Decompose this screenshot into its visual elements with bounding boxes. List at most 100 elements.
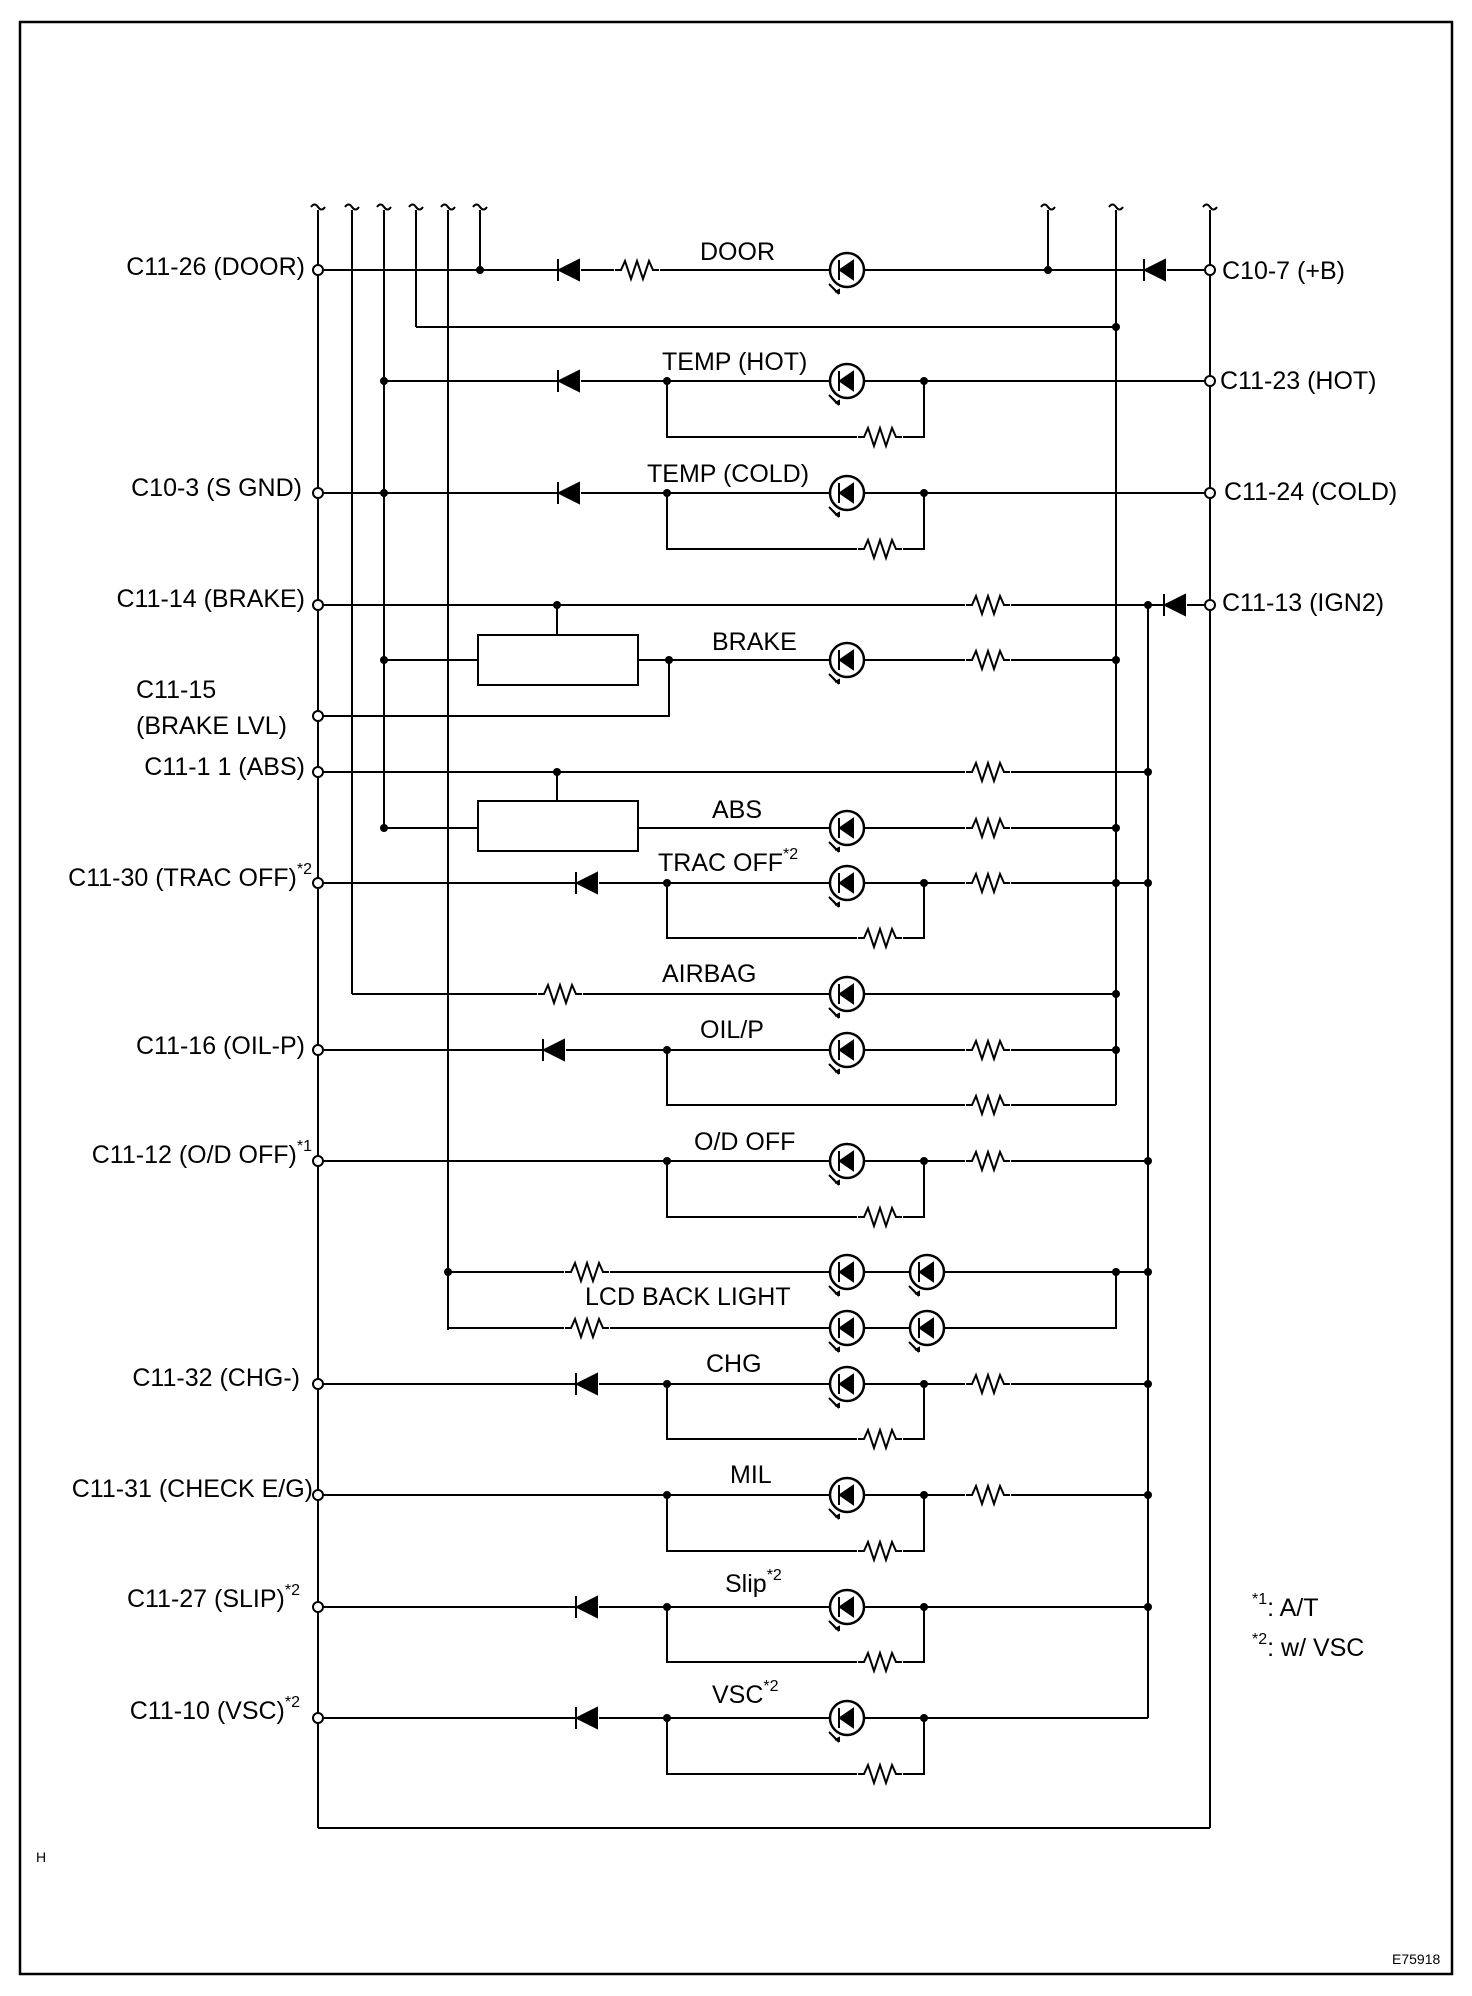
indicator-label-mil: MIL: [730, 1461, 772, 1489]
footnote-mark: *1: [296, 1138, 312, 1155]
junction-dot: [1144, 879, 1152, 887]
junction-dot: [1112, 1046, 1120, 1054]
junction-dot: [920, 489, 928, 497]
resistor-zigzag: [966, 1037, 1010, 1063]
light-arrow-head: [834, 399, 840, 405]
junction-dot: [920, 1603, 928, 1611]
diode: [1142, 258, 1167, 282]
oil-p-lamp: [828, 1031, 866, 1075]
junction-dot: [920, 1157, 928, 1165]
resistor: [564, 1259, 610, 1285]
junction-dot: [1044, 266, 1052, 274]
temp-cold-lamp: [828, 474, 866, 518]
wire: [666, 1384, 925, 1440]
led-triangle: [838, 1484, 854, 1506]
corner-mark: H: [36, 1849, 47, 1865]
resistor-zigzag: [858, 536, 902, 562]
led-triangle: [838, 872, 854, 894]
pin-label-brake: C11-14 (BRAKE): [116, 585, 306, 613]
wire-break: [408, 203, 424, 211]
legend-note-2-mark: *2: [1252, 1631, 1268, 1648]
resistor: [857, 925, 903, 951]
terminal: [1204, 264, 1216, 276]
terminal: [312, 1155, 324, 1167]
wire-break: [1202, 203, 1218, 211]
resistor-zigzag: [858, 424, 902, 450]
diode: [556, 481, 581, 505]
footnote-mark: *2: [284, 1694, 300, 1711]
led-triangle: [838, 370, 854, 392]
resistor: [965, 1037, 1011, 1063]
led-triangle: [838, 649, 854, 671]
junction-dot: [1144, 601, 1152, 609]
junction-dot: [665, 656, 673, 664]
resistor: [857, 1761, 903, 1787]
light-arrow-head: [834, 1012, 840, 1018]
diode-triangle: [574, 871, 598, 895]
indicator-label-trac-off: TRAC OFF*2: [658, 847, 798, 877]
terminal: [312, 710, 324, 722]
indicator-label-trac-off-text: TRAC OFF: [658, 849, 783, 877]
wire: [666, 1607, 925, 1663]
pin-label-brake-lvl-line1: C11-15: [136, 676, 217, 704]
junction-dot: [1112, 990, 1120, 998]
resistor: [857, 1204, 903, 1230]
wire: [666, 493, 925, 550]
resistor: [857, 1538, 903, 1564]
terminal: [312, 1712, 324, 1724]
junction-dot: [1112, 1268, 1120, 1276]
light-arrow-head: [834, 1290, 840, 1296]
legend-note-1-mark: *1: [1252, 1591, 1268, 1608]
resistor: [965, 647, 1011, 673]
junction-dot: [920, 1380, 928, 1388]
terminal: [312, 264, 324, 276]
light-arrow-head: [834, 511, 840, 517]
resistor: [537, 981, 583, 1007]
pin-label-oil-p: C11-16 (OIL-P): [135, 1032, 305, 1060]
junction-dot: [1144, 1603, 1152, 1611]
resistor-zigzag: [966, 815, 1010, 841]
junction-dot: [1144, 768, 1152, 776]
resistor-zigzag: [858, 1538, 902, 1564]
temp-hot-lamp: [828, 362, 866, 406]
junction-dot: [1144, 1491, 1152, 1499]
diode-triangle: [574, 1372, 598, 1396]
door-lamp: [828, 251, 866, 295]
led-triangle: [838, 817, 854, 839]
resistor-zigzag: [565, 1259, 609, 1285]
pin-label-vsc: C11-10 (VSC)*2: [130, 1695, 300, 1724]
resistor: [965, 870, 1011, 896]
figure-code: E75918: [1392, 1951, 1441, 1967]
light-arrow-head: [834, 1346, 840, 1352]
indicator-label-temp-cold: TEMP (COLD): [647, 460, 810, 488]
terminal: [312, 1601, 324, 1613]
junction-dot: [1144, 1268, 1152, 1276]
junction-dot: [920, 1491, 928, 1499]
resistor: [965, 815, 1011, 841]
pin-label-trac-off: C11-30 (TRAC OFF)*2: [68, 862, 312, 891]
footnote-mark: *2: [284, 1582, 300, 1599]
pin-label-s-gnd: C10-3 (S GND): [131, 474, 302, 502]
indicator-label-slip: Slip*2: [725, 1568, 782, 1597]
diode-triangle: [556, 369, 580, 393]
led-triangle: [918, 1261, 934, 1283]
pin-label-cold: C11-24 (COLD): [1224, 478, 1398, 506]
junction-dot: [1144, 1380, 1152, 1388]
resistor-zigzag: [966, 647, 1010, 673]
footnote-mark: *2: [296, 861, 312, 878]
terminal: [312, 487, 324, 499]
junction-dot: [380, 824, 388, 832]
wire: [666, 883, 925, 939]
junction-dot: [553, 601, 561, 609]
lcd-back-light-lamp: [828, 1309, 866, 1353]
resistor: [965, 759, 1011, 785]
led-triangle: [838, 1373, 854, 1395]
terminal: [1204, 375, 1216, 387]
diode-triangle: [556, 481, 580, 505]
resistor-zigzag: [966, 1148, 1010, 1174]
junction-dot: [380, 377, 388, 385]
pin-label-slip-text: C11-27 (SLIP): [126, 1585, 285, 1613]
resistor-zigzag: [966, 759, 1010, 785]
resistor-zigzag: [615, 257, 659, 283]
